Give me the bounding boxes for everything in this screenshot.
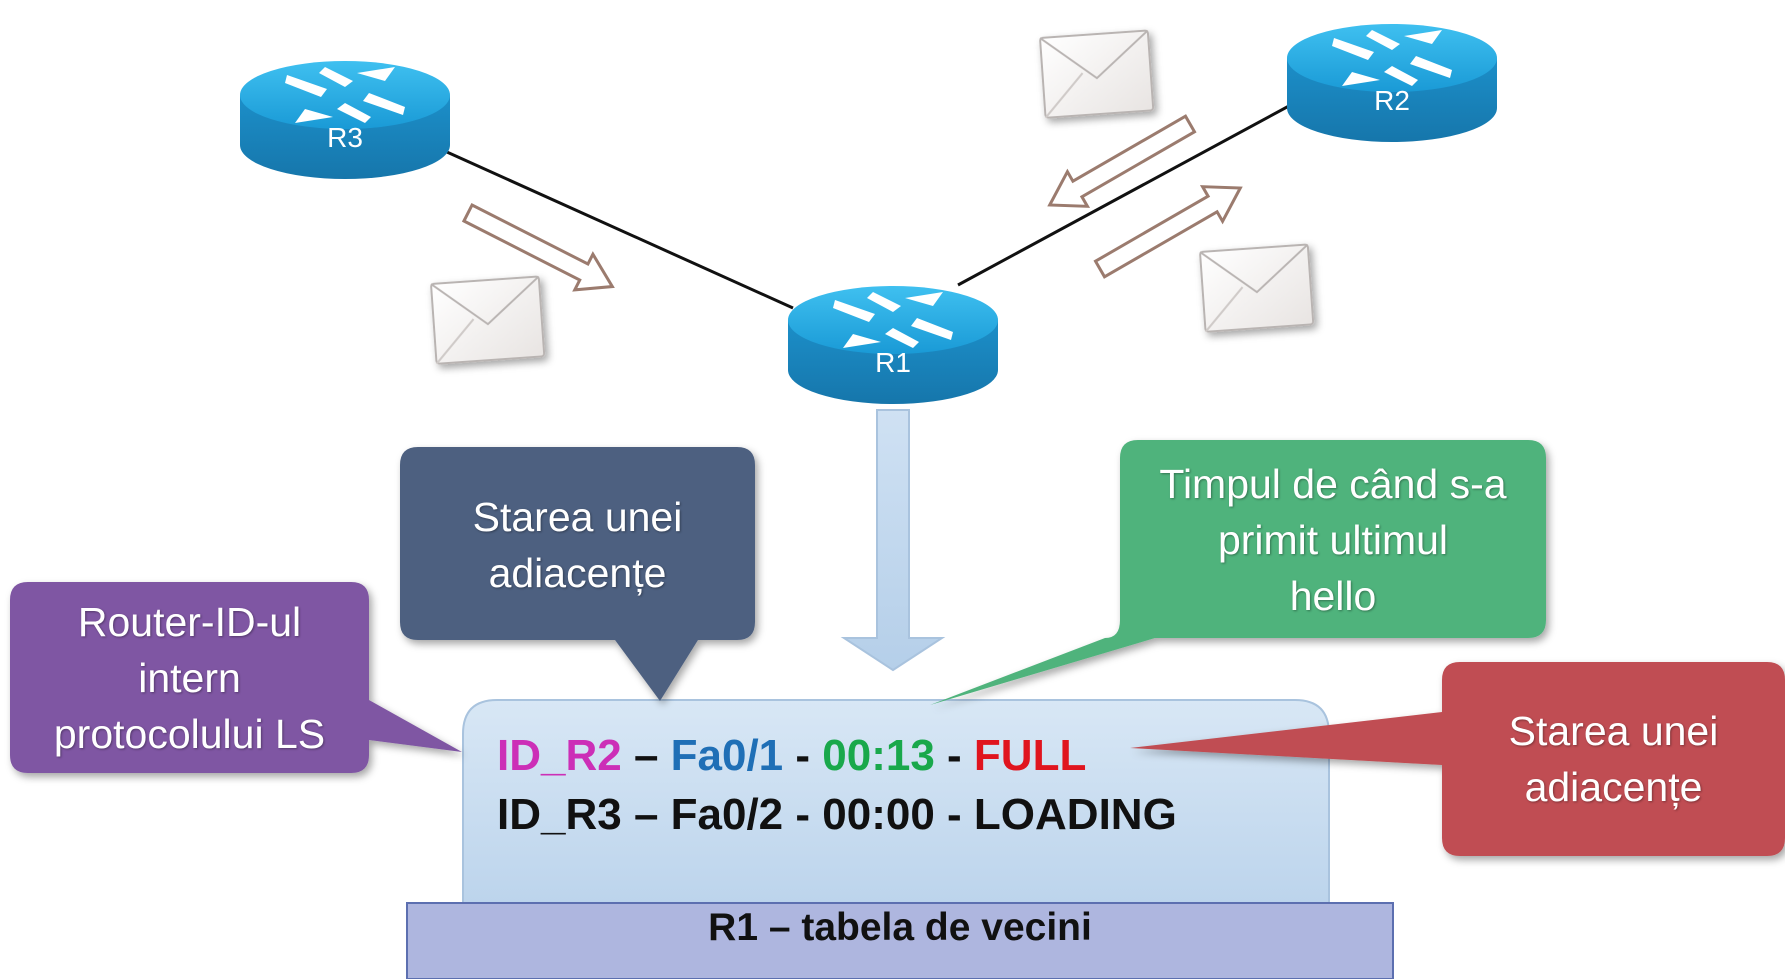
router-label-r2: R2 xyxy=(1374,85,1410,116)
callout-line: Router-ID-ul xyxy=(77,599,302,645)
callout-line: protocolului LS xyxy=(53,711,326,757)
callout-line: intern xyxy=(138,655,241,701)
callout-router-id xyxy=(10,582,462,773)
neighbor-table-title: R1 – tabela de vecini xyxy=(708,906,1092,949)
neighbor-state: FULL xyxy=(973,731,1087,780)
separator: - xyxy=(934,790,974,839)
neighbor-interface: Fa0/2 xyxy=(670,790,784,839)
callout-line: adiacențe xyxy=(1524,764,1703,810)
separator: – xyxy=(621,790,671,839)
separator: - xyxy=(934,731,974,780)
neighbor-time: 00:13 xyxy=(822,731,935,780)
neighbor-id: ID_R3 xyxy=(497,790,622,839)
callout-time-hello xyxy=(930,440,1546,705)
separator: - xyxy=(783,731,823,780)
router-icon: R2 xyxy=(1287,24,1497,142)
callout-state-right-text: Starea unei adiacențe xyxy=(1442,703,1785,815)
callout-line: Starea unei xyxy=(472,494,683,540)
callout-line: primit ultimul xyxy=(1217,517,1449,563)
router-icon: R3 xyxy=(240,61,450,179)
callout-line: Starea unei xyxy=(1508,708,1719,754)
callout-state-top-text: Starea unei adiacențe xyxy=(400,489,755,601)
envelope-icon xyxy=(1199,243,1315,333)
callout-line: adiacențe xyxy=(488,550,667,596)
router-icon: R1 xyxy=(788,286,998,404)
neighbor-state: LOADING xyxy=(973,790,1177,839)
arrow-icon xyxy=(461,202,615,292)
callout-line: Timpul de când s-a xyxy=(1159,461,1507,507)
neighbor-id: ID_R2 xyxy=(497,731,622,780)
callout-line: hello xyxy=(1289,573,1377,619)
neighbor-interface: Fa0/1 xyxy=(670,731,784,780)
neighbor-time: 00:00 xyxy=(822,790,935,839)
envelope-icon xyxy=(430,275,546,365)
link-r1-r2 xyxy=(957,98,1301,287)
arrow-icon xyxy=(1047,114,1197,208)
callout-time-hello-text: Timpul de când s-a primit ultimul hello xyxy=(1120,456,1546,624)
neighbor-table-footer xyxy=(406,902,1394,979)
neighbor-row: ID_R3 – Fa0/2 - 00:00 - LOADING xyxy=(497,787,1177,843)
arrow-icon xyxy=(840,409,946,672)
callout-state-right xyxy=(1130,662,1785,856)
arrow-icon xyxy=(1093,185,1243,279)
neighbor-row: ID_R2 – Fa0/1 - 00:13 - FULL xyxy=(497,728,1086,784)
separator: - xyxy=(783,790,823,839)
separator: – xyxy=(621,731,671,780)
callout-state-top xyxy=(400,447,755,701)
callout-router-id-text: Router-ID-ul intern protocolului LS xyxy=(10,594,369,762)
router-label-r1: R1 xyxy=(875,347,911,378)
envelope-icon xyxy=(1039,29,1155,119)
router-label-r3: R3 xyxy=(327,122,363,153)
link-r1-r3 xyxy=(437,146,794,310)
